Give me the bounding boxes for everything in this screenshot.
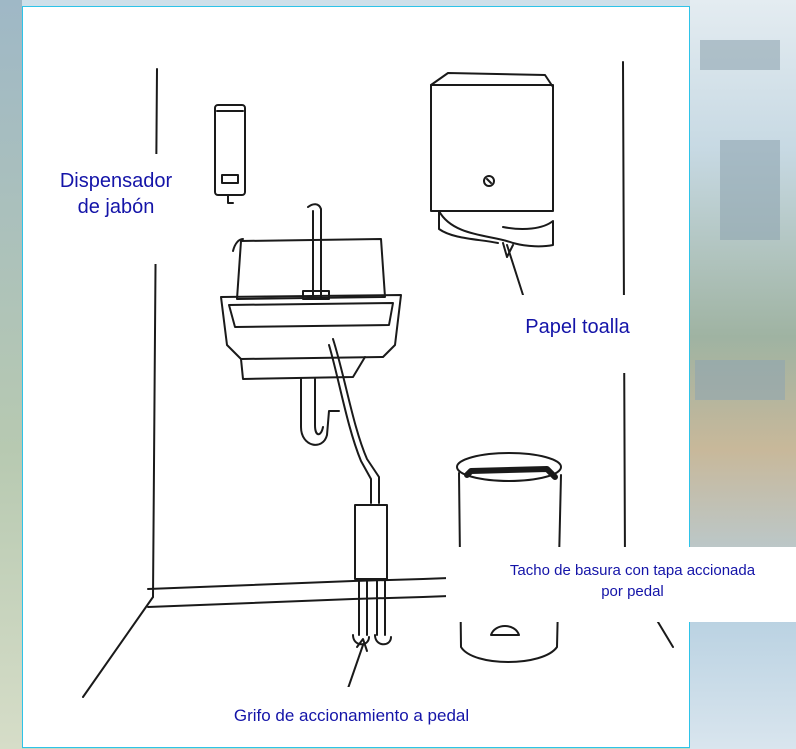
paper-towel-drawing <box>430 72 554 248</box>
background-strip-left <box>0 0 22 749</box>
soap-dispenser-label-line-2: de jabón <box>77 196 155 218</box>
wall-lines <box>82 61 674 698</box>
towel-arrowhead <box>502 242 514 258</box>
trash-bin-label: Tacho de basura con tapa accionada por p… <box>446 547 796 622</box>
trash-bin-drawing <box>456 452 562 663</box>
background-strip-right <box>690 0 796 749</box>
pedal-tap-label: Grifo de accionamiento a pedal <box>144 687 559 747</box>
soap-dispenser-label: Dispensador de jabón <box>23 154 209 264</box>
soap-dispenser-drawing <box>214 104 246 204</box>
paper-towel-label: Papel toalla <box>475 295 680 373</box>
handwashing-station-drawing <box>82 61 674 698</box>
illustration-panel: Dispensador de jabón Papel toalla Tacho … <box>22 6 796 748</box>
trash-bin-label-line-1: Tacho de basura con tapa accionada <box>509 562 756 579</box>
pedal-tap-drawing <box>352 504 392 646</box>
soap-dispenser-label-line-1: Dispensador <box>59 170 173 192</box>
trash-bin-label-line-2: por pedal <box>601 583 664 600</box>
sink-drawing <box>220 203 402 504</box>
